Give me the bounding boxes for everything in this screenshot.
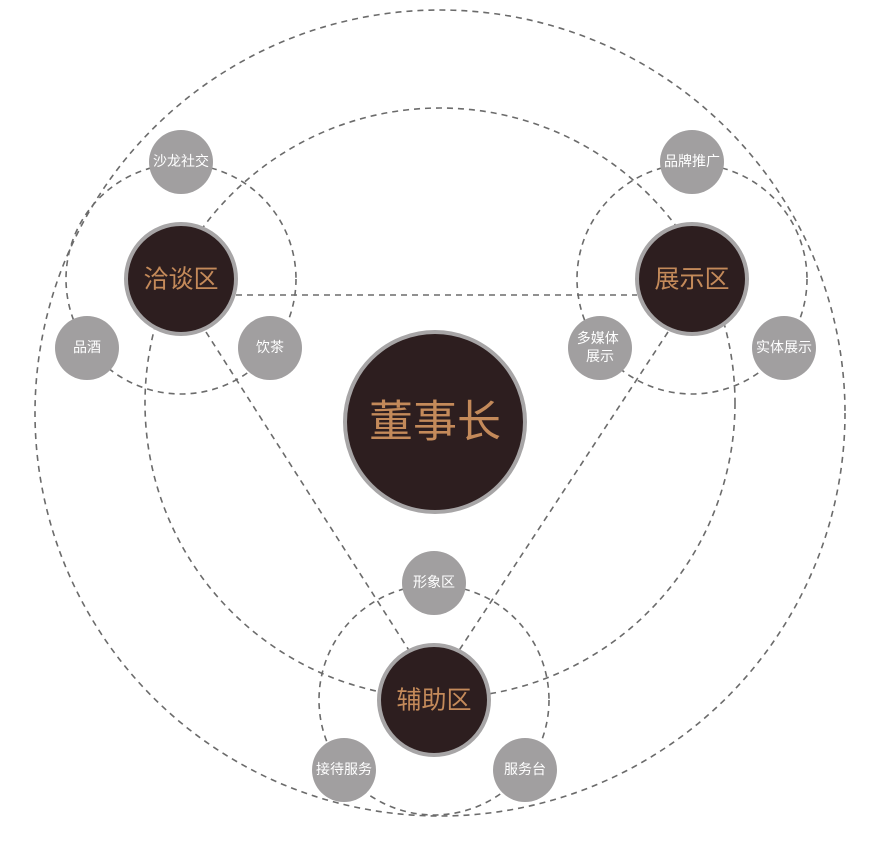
satellite-label-multimedia-line1: 多媒体 bbox=[577, 330, 619, 347]
satellite-label-tea: 饮茶 bbox=[256, 340, 284, 356]
satellite-label-salon: 沙龙社交 bbox=[153, 153, 209, 170]
hub-label-auxiliary: 辅助区 bbox=[396, 686, 471, 715]
hub-auxiliary: 辅助区 bbox=[377, 643, 491, 757]
satellite-image: 形象区 bbox=[402, 551, 466, 615]
satellite-label-service-desk: 服务台 bbox=[504, 762, 546, 778]
satellite-tea: 饮茶 bbox=[238, 316, 302, 380]
satellite-reception: 接待服务 bbox=[312, 738, 376, 802]
satellite-label-multimedia: 多媒体 展示 bbox=[577, 330, 623, 365]
hub-label-negotiation: 洽谈区 bbox=[143, 265, 218, 294]
satellite-label-reception: 接待服务 bbox=[316, 761, 372, 778]
hub-exhibition: 展示区 bbox=[635, 222, 749, 336]
satellite-brand: 品牌推广 bbox=[660, 130, 724, 194]
satellite-label-multimedia-line2: 展示 bbox=[586, 349, 614, 365]
satellite-salon: 沙龙社交 bbox=[149, 130, 213, 194]
satellite-label-wine: 品酒 bbox=[73, 340, 101, 356]
center-label: 董事长 bbox=[369, 397, 501, 448]
satellite-wine: 品酒 bbox=[55, 316, 119, 380]
satellite-service-desk: 服务台 bbox=[493, 738, 557, 802]
outer-boundary-circle bbox=[34, 9, 846, 817]
hub-negotiation: 洽谈区 bbox=[124, 222, 238, 336]
center-node-chairman: 董事长 bbox=[343, 330, 527, 514]
satellite-label-image: 形象区 bbox=[413, 575, 455, 591]
hub-label-exhibition: 展示区 bbox=[654, 265, 729, 294]
satellite-physical: 实体展示 bbox=[752, 316, 816, 380]
satellite-label-physical: 实体展示 bbox=[756, 340, 812, 356]
satellite-multimedia: 多媒体 展示 bbox=[568, 316, 632, 380]
satellite-label-brand: 品牌推广 bbox=[664, 153, 720, 170]
connector-negotiation-auxiliary bbox=[205, 331, 411, 653]
connector-exhibition-auxiliary bbox=[457, 331, 669, 653]
